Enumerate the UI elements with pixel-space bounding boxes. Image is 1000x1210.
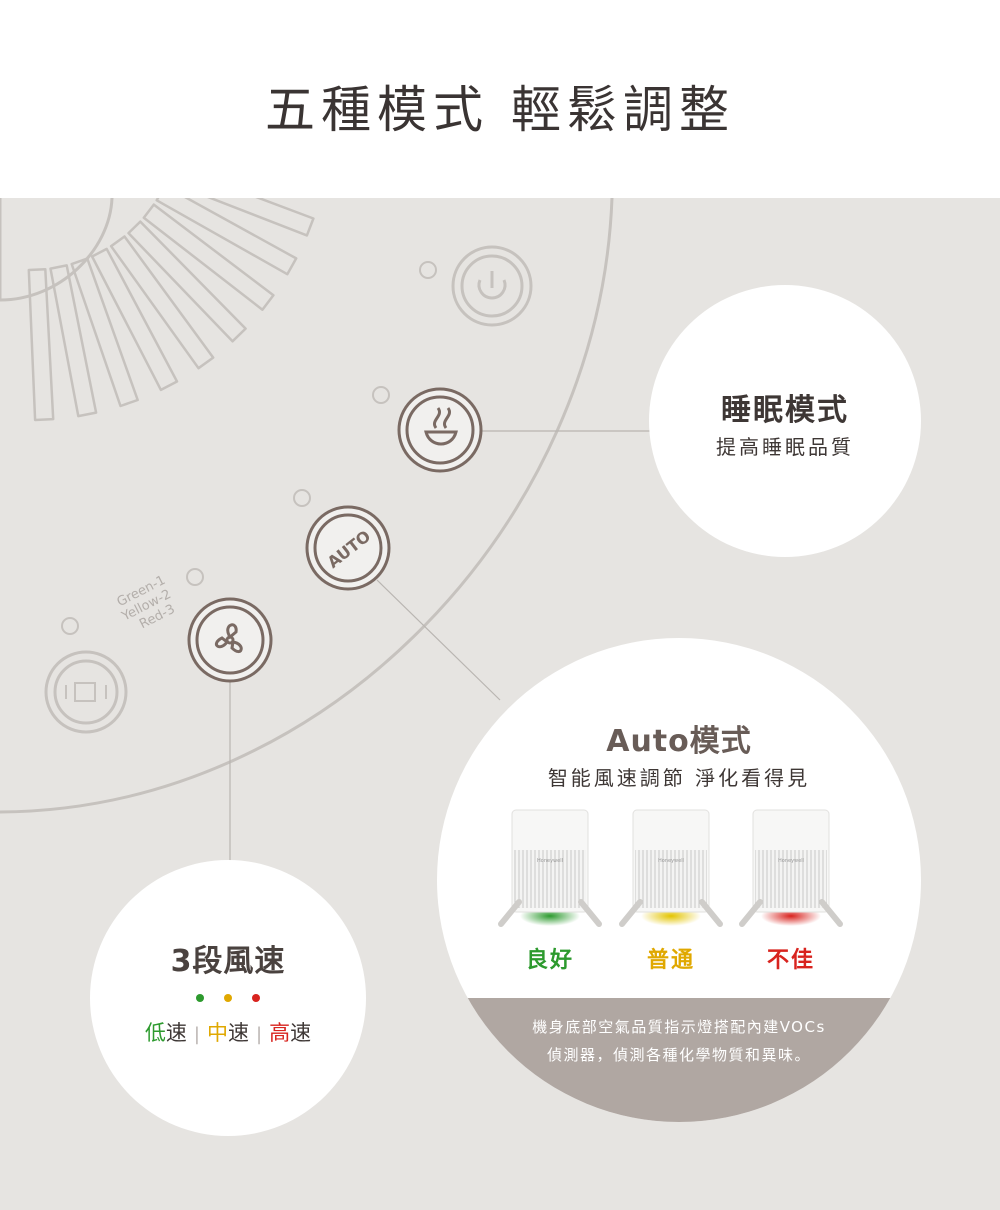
- speed-low: 低速: [144, 1021, 187, 1045]
- vent-slot: [27, 267, 55, 422]
- brand-label: Honeywell: [778, 858, 804, 864]
- header: 五種模式 輕鬆調整: [0, 0, 1000, 198]
- vent-slot: [155, 198, 298, 276]
- sleep-mode-subtitle: 提高睡眠品質: [716, 435, 854, 459]
- sleep-mode-button[interactable]: [397, 387, 483, 473]
- speed-levels: 低速 | 中速 | 高速: [90, 1017, 366, 1047]
- vent-slots: [27, 198, 315, 422]
- auto-mode-title: Auto模式: [606, 724, 752, 759]
- vent-slot: [207, 198, 315, 237]
- sleep-mode-panel: 睡眠模式 提高睡眠品質: [649, 285, 921, 557]
- power-button[interactable]: [451, 245, 533, 327]
- vent-slot: [49, 264, 98, 418]
- quality-fair-label: 普通: [646, 948, 695, 973]
- purifier-illustrations: Honeywell Honeywell Honeywell: [498, 809, 843, 927]
- device-top-outline: [0, 198, 614, 814]
- auto-mode-button[interactable]: AUTO: [305, 505, 391, 591]
- control-panel-illustration: Green-1 Yellow-2 Red-3: [0, 198, 650, 862]
- vent-slot: [127, 220, 247, 343]
- fan-speed-title: 3段風速: [170, 944, 286, 979]
- page-title: 五種模式 輕鬆調整: [265, 81, 735, 139]
- auto-mode-subtitle: 智能風速調節 淨化看得見: [547, 766, 811, 790]
- speed-high: 高速: [269, 1021, 312, 1045]
- brand-label: Honeywell: [658, 858, 684, 864]
- purifier-fair: Honeywell: [619, 809, 723, 927]
- quality-poor-label: 不佳: [766, 948, 815, 973]
- vent-slot: [109, 235, 215, 370]
- speed-dot-low: [196, 994, 204, 1002]
- brand-label: Honeywell: [537, 858, 563, 864]
- sleep-icon: [424, 430, 458, 446]
- fan-icon: [214, 623, 243, 654]
- vent-slot: [90, 247, 179, 392]
- note-line-1: 機身底部空氣品質指示燈搭配內建VOCs: [532, 1018, 826, 1036]
- fan-speed-button[interactable]: [187, 597, 273, 683]
- speed-dot-mid: [224, 994, 232, 1002]
- separator: |: [256, 1024, 263, 1045]
- speed-mid: 中速: [207, 1021, 249, 1045]
- indicator-dots: [61, 261, 437, 635]
- speed-dot-high: [252, 994, 260, 1002]
- connector-lines: [229, 430, 650, 862]
- note-line-2: 偵測器，偵測各種化學物質和異味。: [546, 1046, 811, 1064]
- vent-slot: [142, 203, 275, 311]
- filter-reset-button[interactable]: [44, 650, 128, 734]
- purifier-good: Honeywell: [498, 809, 602, 927]
- sleep-mode-title: 睡眠模式: [721, 393, 849, 428]
- separator: |: [193, 1024, 200, 1045]
- purifier-poor: Honeywell: [739, 809, 843, 927]
- quality-good-label: 良好: [525, 948, 574, 973]
- fan-speed-panel: 3段風速 低速 | 中速 | 高速: [90, 860, 366, 1136]
- vent-slot: [70, 257, 139, 408]
